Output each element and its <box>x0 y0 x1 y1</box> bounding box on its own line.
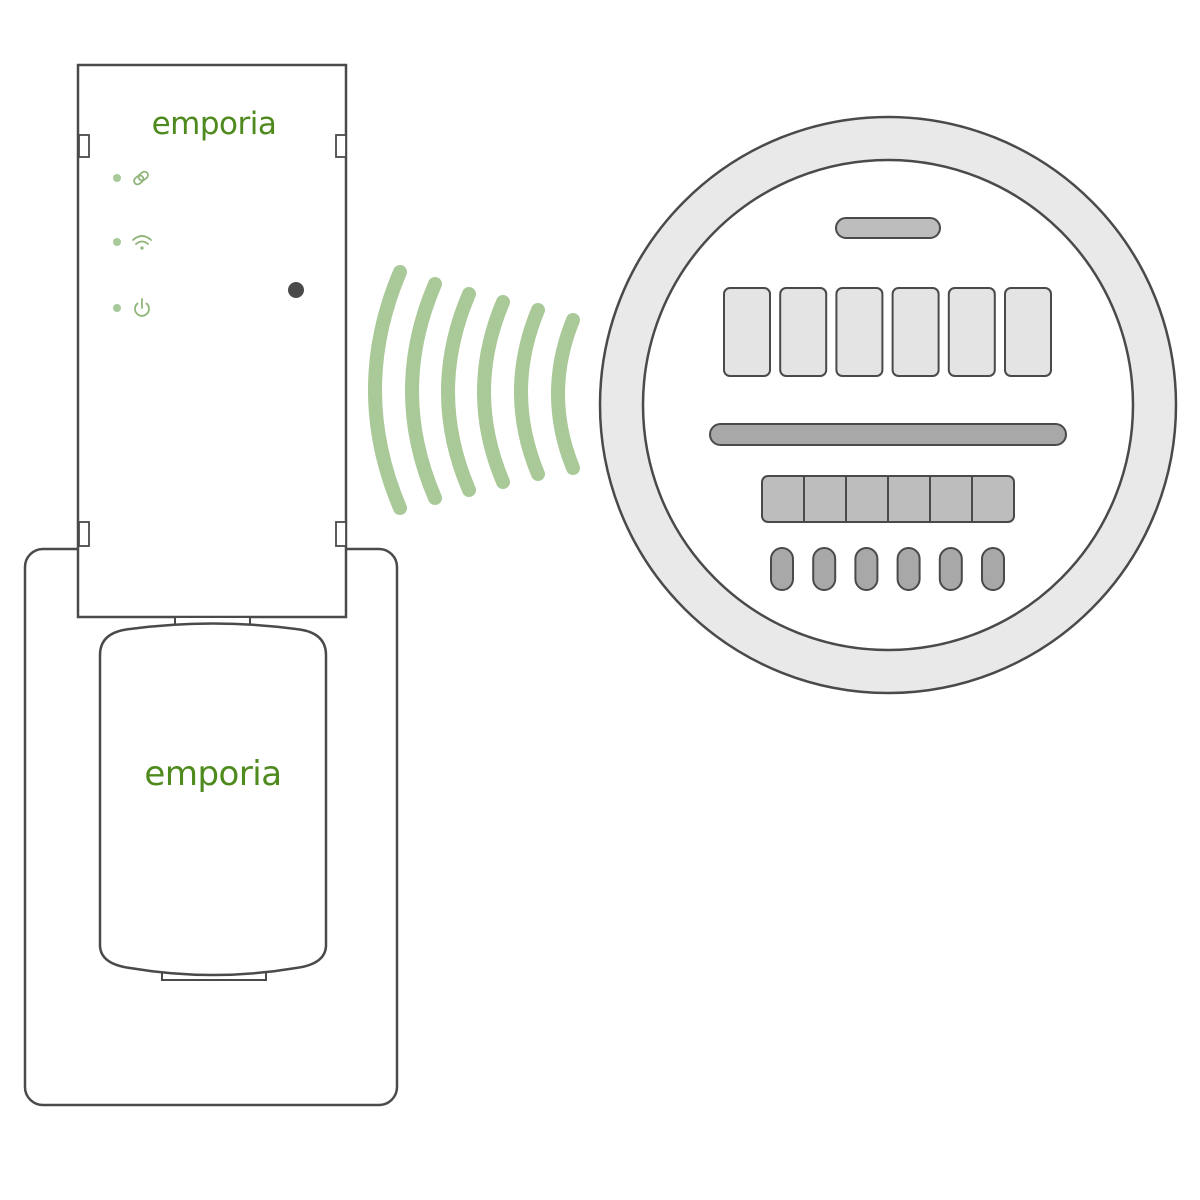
meter-dial-2 <box>779 287 828 377</box>
meter-dial-5 <box>947 287 996 377</box>
link-icon <box>133 170 149 186</box>
gateway-clip-right-top <box>335 134 347 158</box>
wireless-signal <box>368 265 580 515</box>
gateway-clip-left-top <box>78 134 90 158</box>
meter-dial-3 <box>835 287 884 377</box>
meter-terminal-4 <box>896 547 921 591</box>
gateway-clip-left-bottom <box>78 521 90 547</box>
led-wifi <box>113 238 121 246</box>
gateway-clip-right-bottom <box>335 521 347 547</box>
led-power <box>113 304 121 312</box>
signal-arc-5 <box>514 303 545 481</box>
gateway-status-indicators <box>113 170 152 317</box>
utility-meter <box>598 115 1178 695</box>
meter-dial-6 <box>1004 287 1052 377</box>
signal-arc-3 <box>441 287 476 497</box>
wifi-icon <box>132 235 152 250</box>
signal-arc-4 <box>477 295 510 489</box>
meter-terminal-1 <box>770 547 794 591</box>
power-icon <box>134 298 150 317</box>
signal-arc-2 <box>405 277 442 505</box>
gateway-device: emporia <box>76 63 348 619</box>
gateway-brand: emporia <box>152 106 277 142</box>
sensor-body <box>98 622 328 977</box>
meter-dial-1 <box>723 287 771 377</box>
meter-terminal-3 <box>854 547 879 591</box>
signal-arc-1 <box>368 265 407 515</box>
reset-button[interactable] <box>288 282 304 298</box>
signal-arc-6 <box>551 313 580 475</box>
meter-register <box>761 475 1015 523</box>
meter-top-slot <box>835 217 941 239</box>
meter-terminal-6 <box>981 547 1005 591</box>
sensor-brand: emporia <box>144 754 281 794</box>
meter-dials <box>723 287 1052 377</box>
meter-terminal-5 <box>938 547 963 591</box>
gateway-body <box>76 63 348 619</box>
sensor-module: emporia <box>98 616 328 981</box>
meter-divider-bar <box>709 423 1067 446</box>
meter-dial-4 <box>891 287 940 377</box>
meter-terminal-2 <box>812 547 837 591</box>
led-link <box>113 174 121 182</box>
meter-face <box>641 158 1135 652</box>
meter-terminals <box>770 547 1005 591</box>
